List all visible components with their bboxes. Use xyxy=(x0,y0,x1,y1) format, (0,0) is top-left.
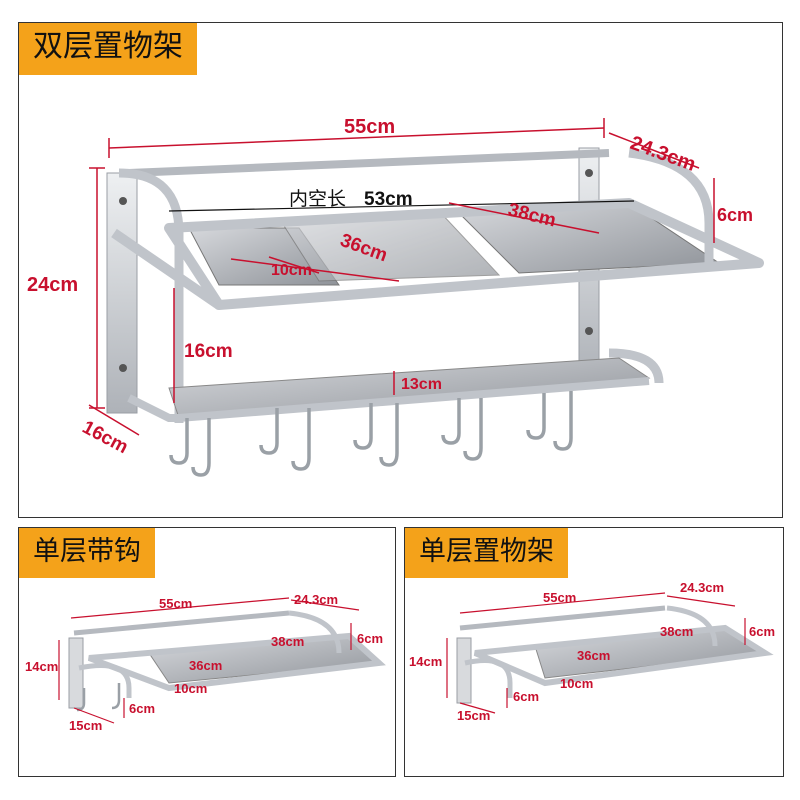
hook-drop-dimension: 6cm xyxy=(513,689,539,704)
panel-length-dimension: 36cm xyxy=(189,658,222,673)
shelf-depth-dimension: 38cm xyxy=(660,624,693,639)
double-shelf-illustration: 55cm 24.3cm 6cm 24cm 内空长 53cm 38cm 36cm … xyxy=(27,116,764,477)
base-dimension: 15cm xyxy=(457,708,490,723)
double-shelf-panel: 55cm 24.3cm 6cm 24cm 内空长 53cm 38cm 36cm … xyxy=(18,22,783,518)
depth-dimension: 24.3cm xyxy=(680,580,724,595)
gap-dimension: 16cm xyxy=(184,341,233,362)
depth-dimension: 24.3cm xyxy=(627,132,698,176)
width-dimension: 55cm xyxy=(159,596,192,611)
single-shelf-panel: 55cm 24.3cm 6cm 14cm 38cm 36cm 10cm 6cm … xyxy=(404,527,784,777)
inner-length-value: 53cm xyxy=(364,189,413,210)
height-dimension: 14cm xyxy=(409,654,442,669)
panel-width-dimension: 10cm xyxy=(174,681,207,696)
hooks-icon xyxy=(169,391,573,477)
lower-rail-dimension: 13cm xyxy=(401,376,442,393)
single-with-hooks-panel: 55cm 24.3cm 6cm 14cm 38cm 36cm 10cm 6cm … xyxy=(18,527,396,777)
panel-title: 双层置物架 xyxy=(19,23,197,75)
panel-title: 单层置物架 xyxy=(405,528,568,578)
rail-height-dimension: 6cm xyxy=(749,624,775,639)
hook-drop-dimension: 6cm xyxy=(129,701,155,716)
shelf-depth-dimension: 38cm xyxy=(271,634,304,649)
height-dimension: 24cm xyxy=(27,274,78,296)
panel-width-dimension: 10cm xyxy=(271,262,312,279)
rail-height-dimension: 6cm xyxy=(717,205,753,225)
width-dimension: 55cm xyxy=(344,116,395,138)
panel-title: 单层带钩 xyxy=(19,528,155,578)
height-dimension: 14cm xyxy=(25,659,58,674)
single-with-hooks-illustration: 55cm 24.3cm 6cm 14cm 38cm 36cm 10cm 6cm … xyxy=(25,592,386,733)
width-dimension: 55cm xyxy=(543,590,576,605)
base-dimension: 16cm xyxy=(79,417,132,458)
panel-length-dimension: 36cm xyxy=(577,648,610,663)
base-dimension: 15cm xyxy=(69,718,102,733)
panel-width-dimension: 10cm xyxy=(560,676,593,691)
rail-height-dimension: 6cm xyxy=(357,631,383,646)
depth-dimension: 24.3cm xyxy=(294,592,338,607)
single-shelf-illustration: 55cm 24.3cm 6cm 14cm 38cm 36cm 10cm 6cm … xyxy=(409,580,775,723)
inner-length-label: 内空长 xyxy=(289,188,346,210)
